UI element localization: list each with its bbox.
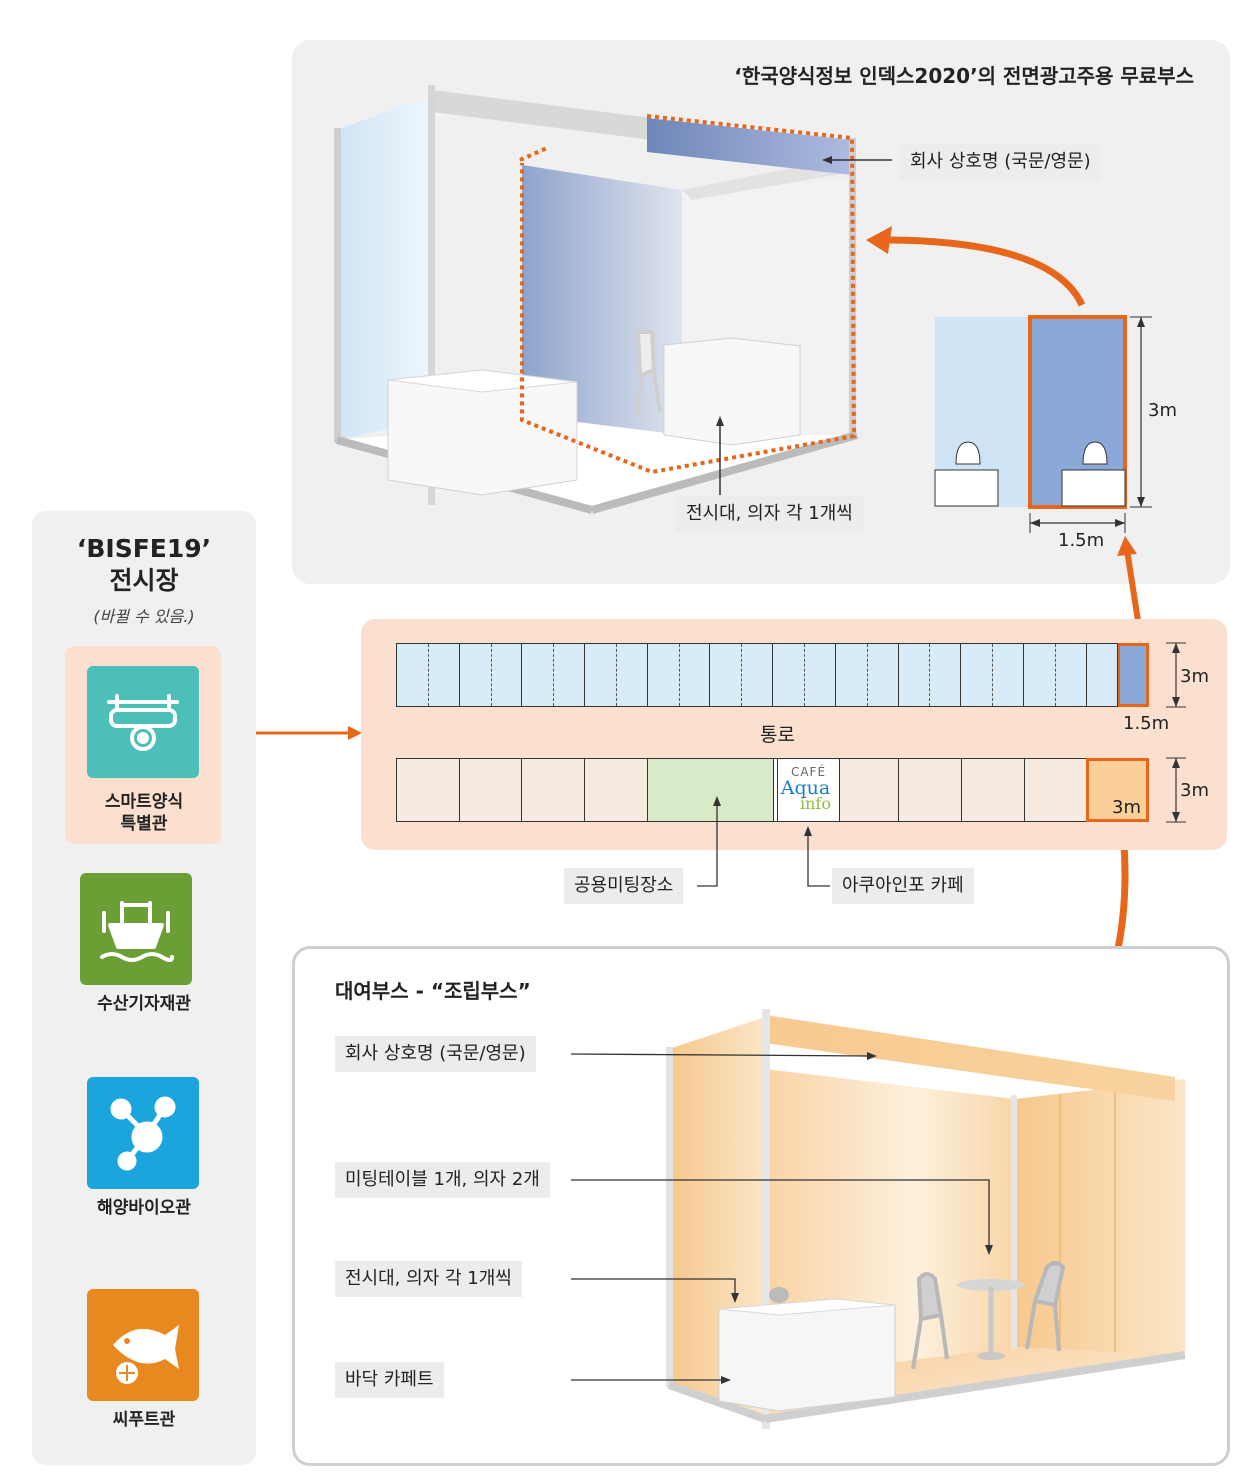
booth-cell[interactable] — [521, 758, 586, 822]
plan-bottom-row-width: 3m — [1112, 797, 1141, 818]
booth-cell[interactable] — [584, 643, 648, 707]
booth-cell[interactable] — [897, 643, 962, 707]
hall-label-marine-bio: 해양바이오관 — [97, 1198, 191, 1218]
booth-cell[interactable] — [834, 643, 899, 707]
callout-meeting-table-chairs: 미팅테이블 1개, 의자 2개 — [335, 1162, 550, 1198]
sidebar-title-line1: ‘BISFE19’ — [76, 534, 212, 563]
callout-display-chair: 전시대, 의자 각 1개씩 — [676, 496, 863, 532]
booth-cell[interactable] — [396, 643, 460, 707]
drone-icon — [87, 666, 199, 778]
booth-cell[interactable] — [646, 643, 711, 707]
callout-rental-display-chair: 전시대, 의자 각 1개씩 — [335, 1261, 522, 1297]
hall-label-seafood: 씨푸트관 — [112, 1410, 176, 1430]
aquainfo-cafe-logo: CAFÉ Aqua info — [777, 758, 840, 822]
aisle-label: 통로 — [760, 724, 795, 746]
free-booth-illustration — [334, 85, 1152, 533]
free-booth-title: ‘한국양식정보 인덱스2020’의 전면광고주용 무료부스 — [734, 64, 1194, 88]
booth-cell[interactable] — [898, 758, 962, 822]
sidebar-title-line2: 전시장 — [109, 566, 179, 595]
booth-cell[interactable] — [1085, 643, 1118, 707]
sidebar-subtitle: (바뀔 수 있음.) — [93, 607, 195, 626]
callout-company-name: 회사 상호명 (국문/영문) — [900, 144, 1101, 180]
hall-label-smart-aquaculture: 스마트양식 특별관 — [104, 792, 184, 834]
callout-aquainfo-cafe: 아쿠아인포 카페 — [832, 868, 974, 904]
callout-rental-company-name: 회사 상호명 (국문/영문) — [335, 1036, 536, 1072]
floor-plan-top-row — [396, 643, 1149, 707]
rental-booth-title: 대여부스 - “조립부스” — [335, 979, 531, 1003]
dimension-height: 3m — [1148, 400, 1177, 421]
booth-cell[interactable] — [584, 758, 648, 822]
meeting-area-cell[interactable] — [646, 758, 774, 822]
sidebar-title: ‘BISFE19’ 전시장 — [32, 533, 256, 597]
rental-booth-cell-highlight[interactable] — [1086, 758, 1150, 822]
fish-lemon-icon — [87, 1289, 199, 1401]
fishing-boat-icon — [80, 873, 192, 985]
plan-top-row-height: 3m — [1180, 666, 1209, 687]
exhibition-hall-sidebar: ‘BISFE19’ 전시장 (바뀔 수 있음.) 스마트양식 특별관 — [32, 511, 256, 1465]
free-booth-cell-highlight[interactable] — [1116, 643, 1149, 707]
rental-booth-panel: 대여부스 - “조립부스” — [292, 946, 1230, 1466]
free-booth-panel: ‘한국양식정보 인덱스2020’의 전면광고주용 무료부스 — [292, 40, 1230, 584]
callout-floor-carpet: 바닥 카페트 — [335, 1362, 444, 1398]
booth-cell[interactable] — [960, 758, 1025, 822]
booth-cell[interactable] — [960, 643, 1024, 707]
callout-meeting-area: 공용미팅장소 — [564, 868, 684, 904]
plan-bottom-row-height: 3m — [1180, 780, 1209, 801]
booth-cell[interactable] — [772, 643, 836, 707]
rental-booth-illustration — [570, 1009, 1186, 1429]
molecule-icon — [87, 1077, 199, 1189]
dimension-width: 1.5m — [1058, 530, 1105, 551]
booth-cell[interactable] — [458, 643, 523, 707]
plan-dimension-lines — [1166, 642, 1186, 823]
plan-top-row-width: 1.5m — [1123, 713, 1170, 734]
booth-cell[interactable] — [835, 758, 900, 822]
booth-cell[interactable] — [396, 758, 460, 822]
hall-label-fishery-equipment: 수산기자재관 — [97, 994, 191, 1014]
booth-cell[interactable] — [521, 643, 586, 707]
